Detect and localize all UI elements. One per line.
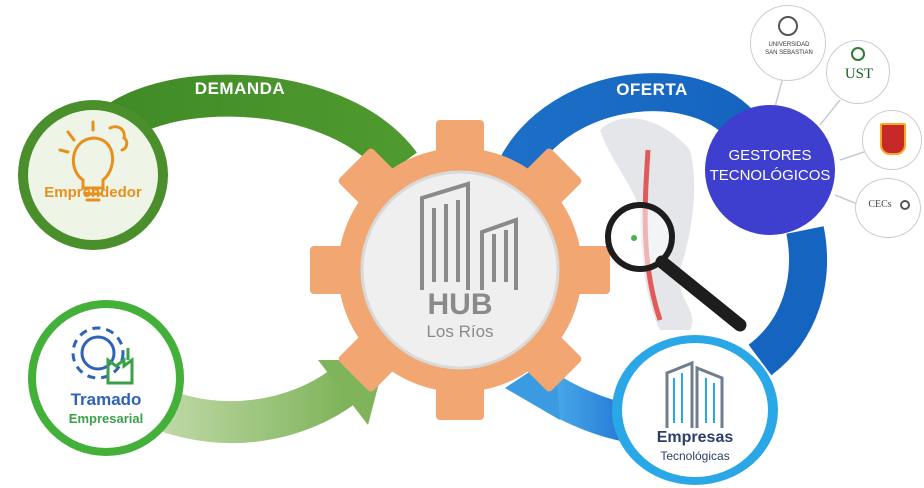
magnifier-icon <box>605 202 747 332</box>
ust-logo: UST <box>826 40 890 104</box>
university-crest-logo <box>862 110 922 170</box>
hub-title: HUB <box>427 288 493 321</box>
gear <box>310 120 610 420</box>
uss-seal-icon <box>778 16 798 36</box>
entrepreneur-node: Emprendedor <box>18 100 168 250</box>
cecs-logo: CECs <box>855 178 921 238</box>
offer-label: OFERTA <box>616 80 688 99</box>
entrepreneur-label: Emprendedor <box>44 184 142 201</box>
buildings-icon <box>420 181 518 290</box>
ust-seal-icon <box>851 47 865 61</box>
business-label-line1: Tramado <box>70 390 142 409</box>
demand-label: DEMANDA <box>194 79 286 98</box>
offer-arc <box>498 73 761 180</box>
lightbulb-icon <box>58 120 129 202</box>
tech-companies-node: Empresas Tecnológicas <box>612 335 778 485</box>
uss-logo-line1: UNIVERSIDAD <box>768 42 810 48</box>
managers-node: GESTORES TECNOLÓGICOS <box>705 105 835 235</box>
managers-label-line1: GESTORES <box>728 147 812 164</box>
uss-logo-line2: SAN SEBASTIAN <box>765 50 813 56</box>
tech-companies-label-line1: Empresas <box>656 429 734 446</box>
tech-companies-label-line2: Tecnológicas <box>660 449 730 463</box>
ust-logo-text: UST <box>844 66 874 82</box>
business-node: Tramado Empresarial <box>28 300 184 456</box>
cecs-logo-text: CECs <box>868 199 892 210</box>
right-connector <box>747 226 827 376</box>
uss-logo: UNIVERSIDAD SAN SEBASTIAN <box>750 5 826 81</box>
cecs-seal-icon <box>900 200 910 210</box>
crest-icon <box>880 123 906 155</box>
tech-building-icon <box>665 360 724 428</box>
business-label-line2: Empresarial <box>68 411 144 426</box>
factory-gear-icon <box>71 326 134 385</box>
managers-label-line2: TECNOLÓGICOS <box>709 167 831 184</box>
hub-subtitle: Los Ríos <box>426 322 494 341</box>
